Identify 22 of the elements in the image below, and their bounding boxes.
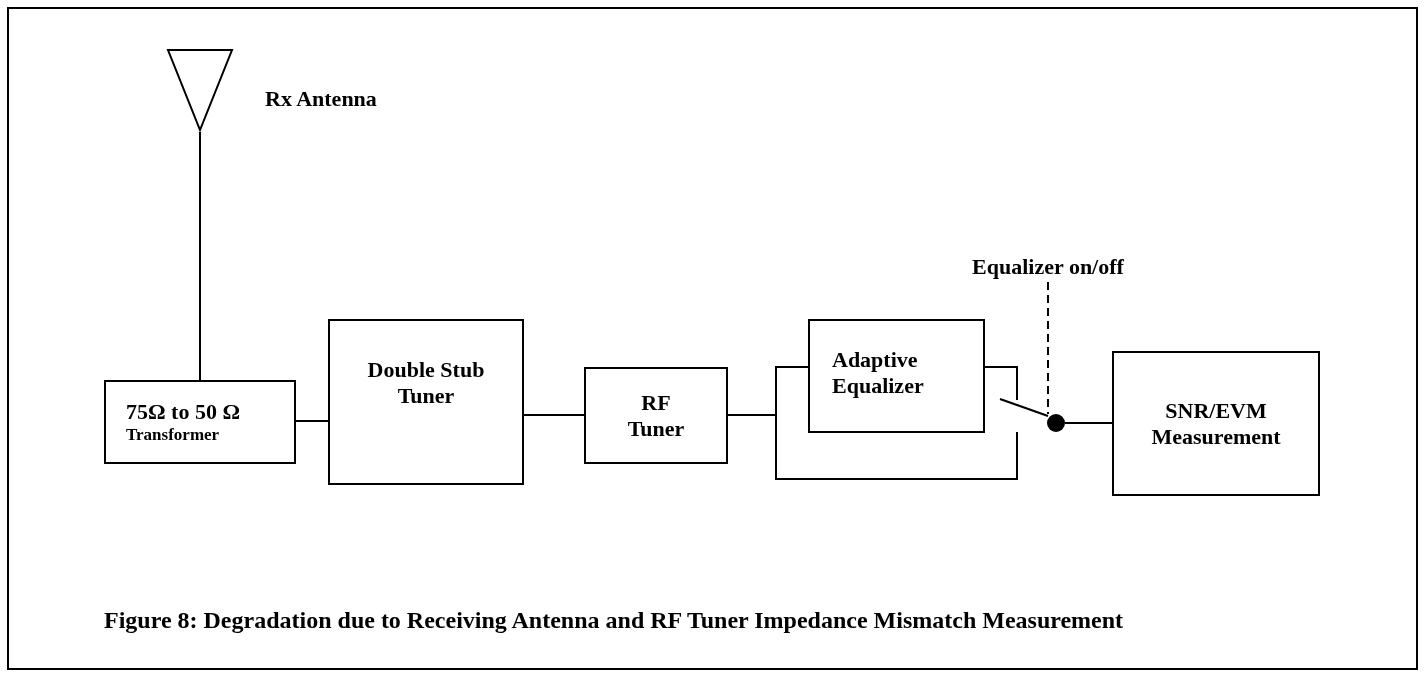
block-label: SNR/EVM Measurement [1150, 397, 1282, 450]
antenna-label: Rx Antenna [265, 86, 377, 112]
tuner-box [584, 367, 728, 464]
switch-contact-dot [1047, 414, 1065, 432]
measurement-box [1112, 351, 1320, 496]
block-label: Double Stub Tuner [366, 357, 486, 409]
wire [199, 131, 201, 381]
equalizer-box [808, 319, 985, 433]
control-label: Equalizer on/off [950, 252, 1146, 282]
antenna-symbol [166, 48, 234, 132]
figure-caption: Figure 8: Degradation due to Receiving Antenna and RF Tuner Impedance Mismatch Measurement [104, 606, 1124, 635]
wire [295, 420, 329, 422]
transformer-box [104, 380, 296, 464]
wire [1064, 422, 1113, 424]
block-label: RF Tuner [626, 389, 686, 442]
tuner-box [328, 319, 524, 485]
dashed-control-line [1047, 281, 1049, 415]
block-label: 75Ω to 50 Ω [126, 399, 241, 425]
wire [523, 414, 585, 416]
block-label: Adaptive Equalizer [832, 347, 925, 399]
wire [984, 366, 1018, 401]
block-sublabel: Transformer [126, 425, 220, 445]
